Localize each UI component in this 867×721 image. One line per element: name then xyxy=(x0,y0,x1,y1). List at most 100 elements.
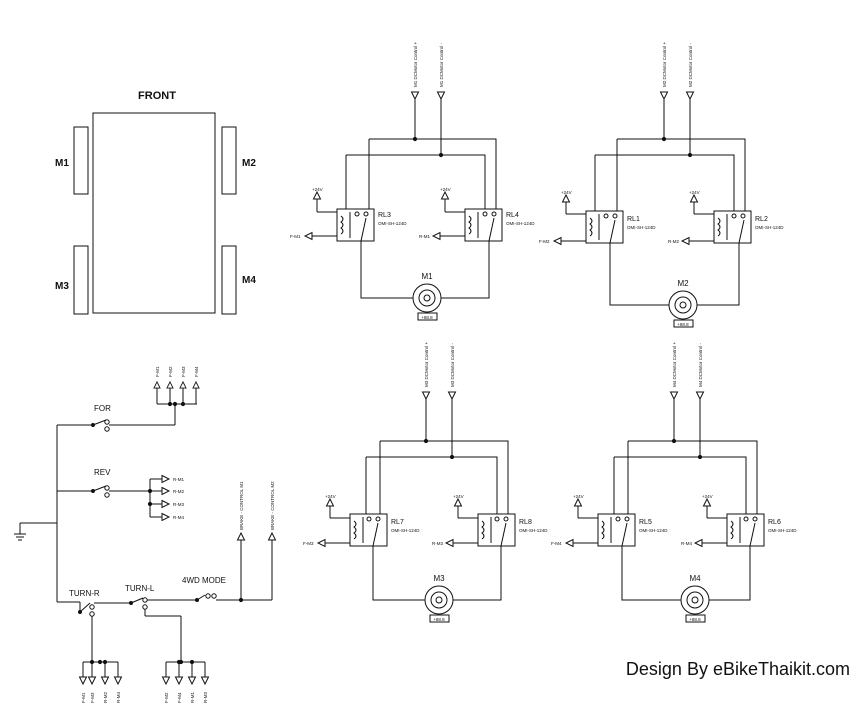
motor-label: M3 xyxy=(433,574,445,583)
supply-label: +24V xyxy=(312,187,323,192)
relay-label: RL5 xyxy=(639,519,652,526)
relay-label: RL7 xyxy=(391,519,404,526)
turn-r-out-4: R-M4 xyxy=(116,692,121,703)
supply-label: +24V xyxy=(325,494,336,499)
meter-reading: +88.8 xyxy=(421,315,433,320)
turn-l-out-4: R-M3 xyxy=(203,692,208,703)
relay-label: RL6 xyxy=(768,519,781,526)
for-out-4: F-M4 xyxy=(194,366,199,377)
relay-unit-m4: M4 DCMotor Control + M4 DCMotor Control … xyxy=(551,341,797,623)
rev-out-4: R-M4 xyxy=(173,515,184,520)
switch-turn-r[interactable] xyxy=(78,602,131,617)
fwd-input-label: F-M3 xyxy=(303,541,314,546)
wheel-m2 xyxy=(221,126,237,195)
wheel-m3 xyxy=(73,245,89,315)
motor-label: M2 xyxy=(677,279,689,288)
ctrl-plus-label: M2 DCMotor Control + xyxy=(662,41,667,87)
supply-label: +24V xyxy=(440,187,451,192)
turn-l-out-1: F-M2 xyxy=(164,692,169,703)
turn-r-out-2: F-M3 xyxy=(90,692,95,703)
motor-m4 xyxy=(680,585,710,623)
brake-m2-label: BRAKE - CONTROL M2 xyxy=(270,481,275,530)
ctrl-plus-label: M1 DCMotor Control + xyxy=(413,41,418,87)
supply-label: +24V xyxy=(702,494,713,499)
wheel-m1 xyxy=(73,126,89,195)
motor-m3 xyxy=(424,585,454,623)
turn-l-label: TURN-L xyxy=(125,584,155,593)
unit-wires xyxy=(552,91,752,328)
motor-m1 xyxy=(412,283,442,321)
supply-label: +24V xyxy=(453,494,464,499)
brake-m1-label: BRAKE - CONTROL M1 xyxy=(239,481,244,530)
relay-model: OMI-SH-124D xyxy=(639,528,668,533)
meter-reading: +88.8 xyxy=(677,322,689,327)
relay-model: OMI-SH-124D xyxy=(755,225,784,230)
for-label: FOR xyxy=(94,404,111,413)
designer-credit: Design By eBikeThaikit.com xyxy=(626,659,850,679)
vehicle-diagram: FRONT M1 M2 M3 M4 xyxy=(55,90,256,315)
wheel-label-m2: M2 xyxy=(242,158,256,169)
rev-out-2: R-M2 xyxy=(173,489,184,494)
relay-label: RL2 xyxy=(755,216,768,223)
wheel-label-m1: M1 xyxy=(55,158,69,169)
wheel-label-m3: M3 xyxy=(55,281,69,292)
ctrl-plus-label: M3 DCMotor Control + xyxy=(424,341,429,387)
switch-panel-labels: FOR REV TURN-R TURN-L 4WD MODE F-M1 F-M2… xyxy=(69,366,275,703)
switch-turn-l[interactable] xyxy=(129,597,197,610)
rev-input-label: R-M3 xyxy=(432,541,443,546)
relay-model: OMI-SH-124D xyxy=(519,528,548,533)
supply-label: +24V xyxy=(561,190,572,195)
rev-out-1: R-M1 xyxy=(173,477,184,482)
rev-input-label: R-M4 xyxy=(681,541,692,546)
fwd-input-label: F-M2 xyxy=(539,239,550,244)
wheel-label-m4: M4 xyxy=(242,275,256,286)
meter-reading: +88.8 xyxy=(433,617,445,622)
relay-label: RL8 xyxy=(519,519,532,526)
ctrl-minus-label: M4 DCMotor Control - xyxy=(698,342,703,387)
motor-label: M4 xyxy=(689,574,701,583)
turn-l-out-2: F-M4 xyxy=(177,692,182,703)
ctrl-minus-label: M2 DCMotor Control - xyxy=(688,42,693,87)
rev-out-3: R-M3 xyxy=(173,502,184,507)
for-out-1: F-M1 xyxy=(155,366,160,377)
relay-model: OMI-SH-124D xyxy=(768,528,797,533)
fwd-input-label: F-M4 xyxy=(551,541,562,546)
turn-r-out-3: R-M2 xyxy=(103,692,108,703)
relay-label: RL4 xyxy=(506,212,519,219)
switch-4wd[interactable] xyxy=(195,593,273,602)
rev-label: REV xyxy=(94,468,111,477)
relay-model: OMI-SH-124D xyxy=(391,528,420,533)
turn-l-out-3: R-M1 xyxy=(190,692,195,703)
rev-input-label: R-M2 xyxy=(668,239,679,244)
for-out-3: F-M3 xyxy=(181,366,186,377)
front-label: FRONT xyxy=(138,90,176,102)
relay-label: RL3 xyxy=(378,212,391,219)
meter-reading: +88.8 xyxy=(689,617,701,622)
relay-model: OMI-SH-124D xyxy=(627,225,656,230)
rev-input-label: R-M1 xyxy=(419,234,430,239)
chassis-body xyxy=(92,112,216,314)
ctrl-minus-label: M3 DCMotor Control - xyxy=(450,342,455,387)
supply-label: +24V xyxy=(689,190,700,195)
unit-wires xyxy=(303,91,503,321)
relay-unit-m1: M1 DCMotor Control + M1 DCMotor Control … xyxy=(290,41,535,321)
ctrl-plus-label: M4 DCMotor Control + xyxy=(672,341,677,387)
relay-label: RL1 xyxy=(627,216,640,223)
relay-model: OMI-SH-124D xyxy=(506,221,535,226)
supply-label: +24V xyxy=(573,494,584,499)
unit-wires xyxy=(564,391,765,623)
ground-symbol xyxy=(14,522,57,541)
4wd-mode-label: 4WD MODE xyxy=(182,576,226,585)
switch-for[interactable] xyxy=(91,419,176,432)
for-out-2: F-M2 xyxy=(168,366,173,377)
relay-model: OMI-SH-124D xyxy=(378,221,407,226)
wheel-m4 xyxy=(221,245,237,315)
switch-rev[interactable] xyxy=(91,485,151,498)
motor-label: M1 xyxy=(421,272,433,281)
turn-r-out-1: F-M1 xyxy=(81,692,86,703)
relay-unit-m2: M2 DCMotor Control + M2 DCMotor Control … xyxy=(539,41,784,328)
fwd-input-label: F-M1 xyxy=(290,234,301,239)
ctrl-minus-label: M1 DCMotor Control - xyxy=(439,42,444,87)
unit-wires xyxy=(316,391,516,623)
